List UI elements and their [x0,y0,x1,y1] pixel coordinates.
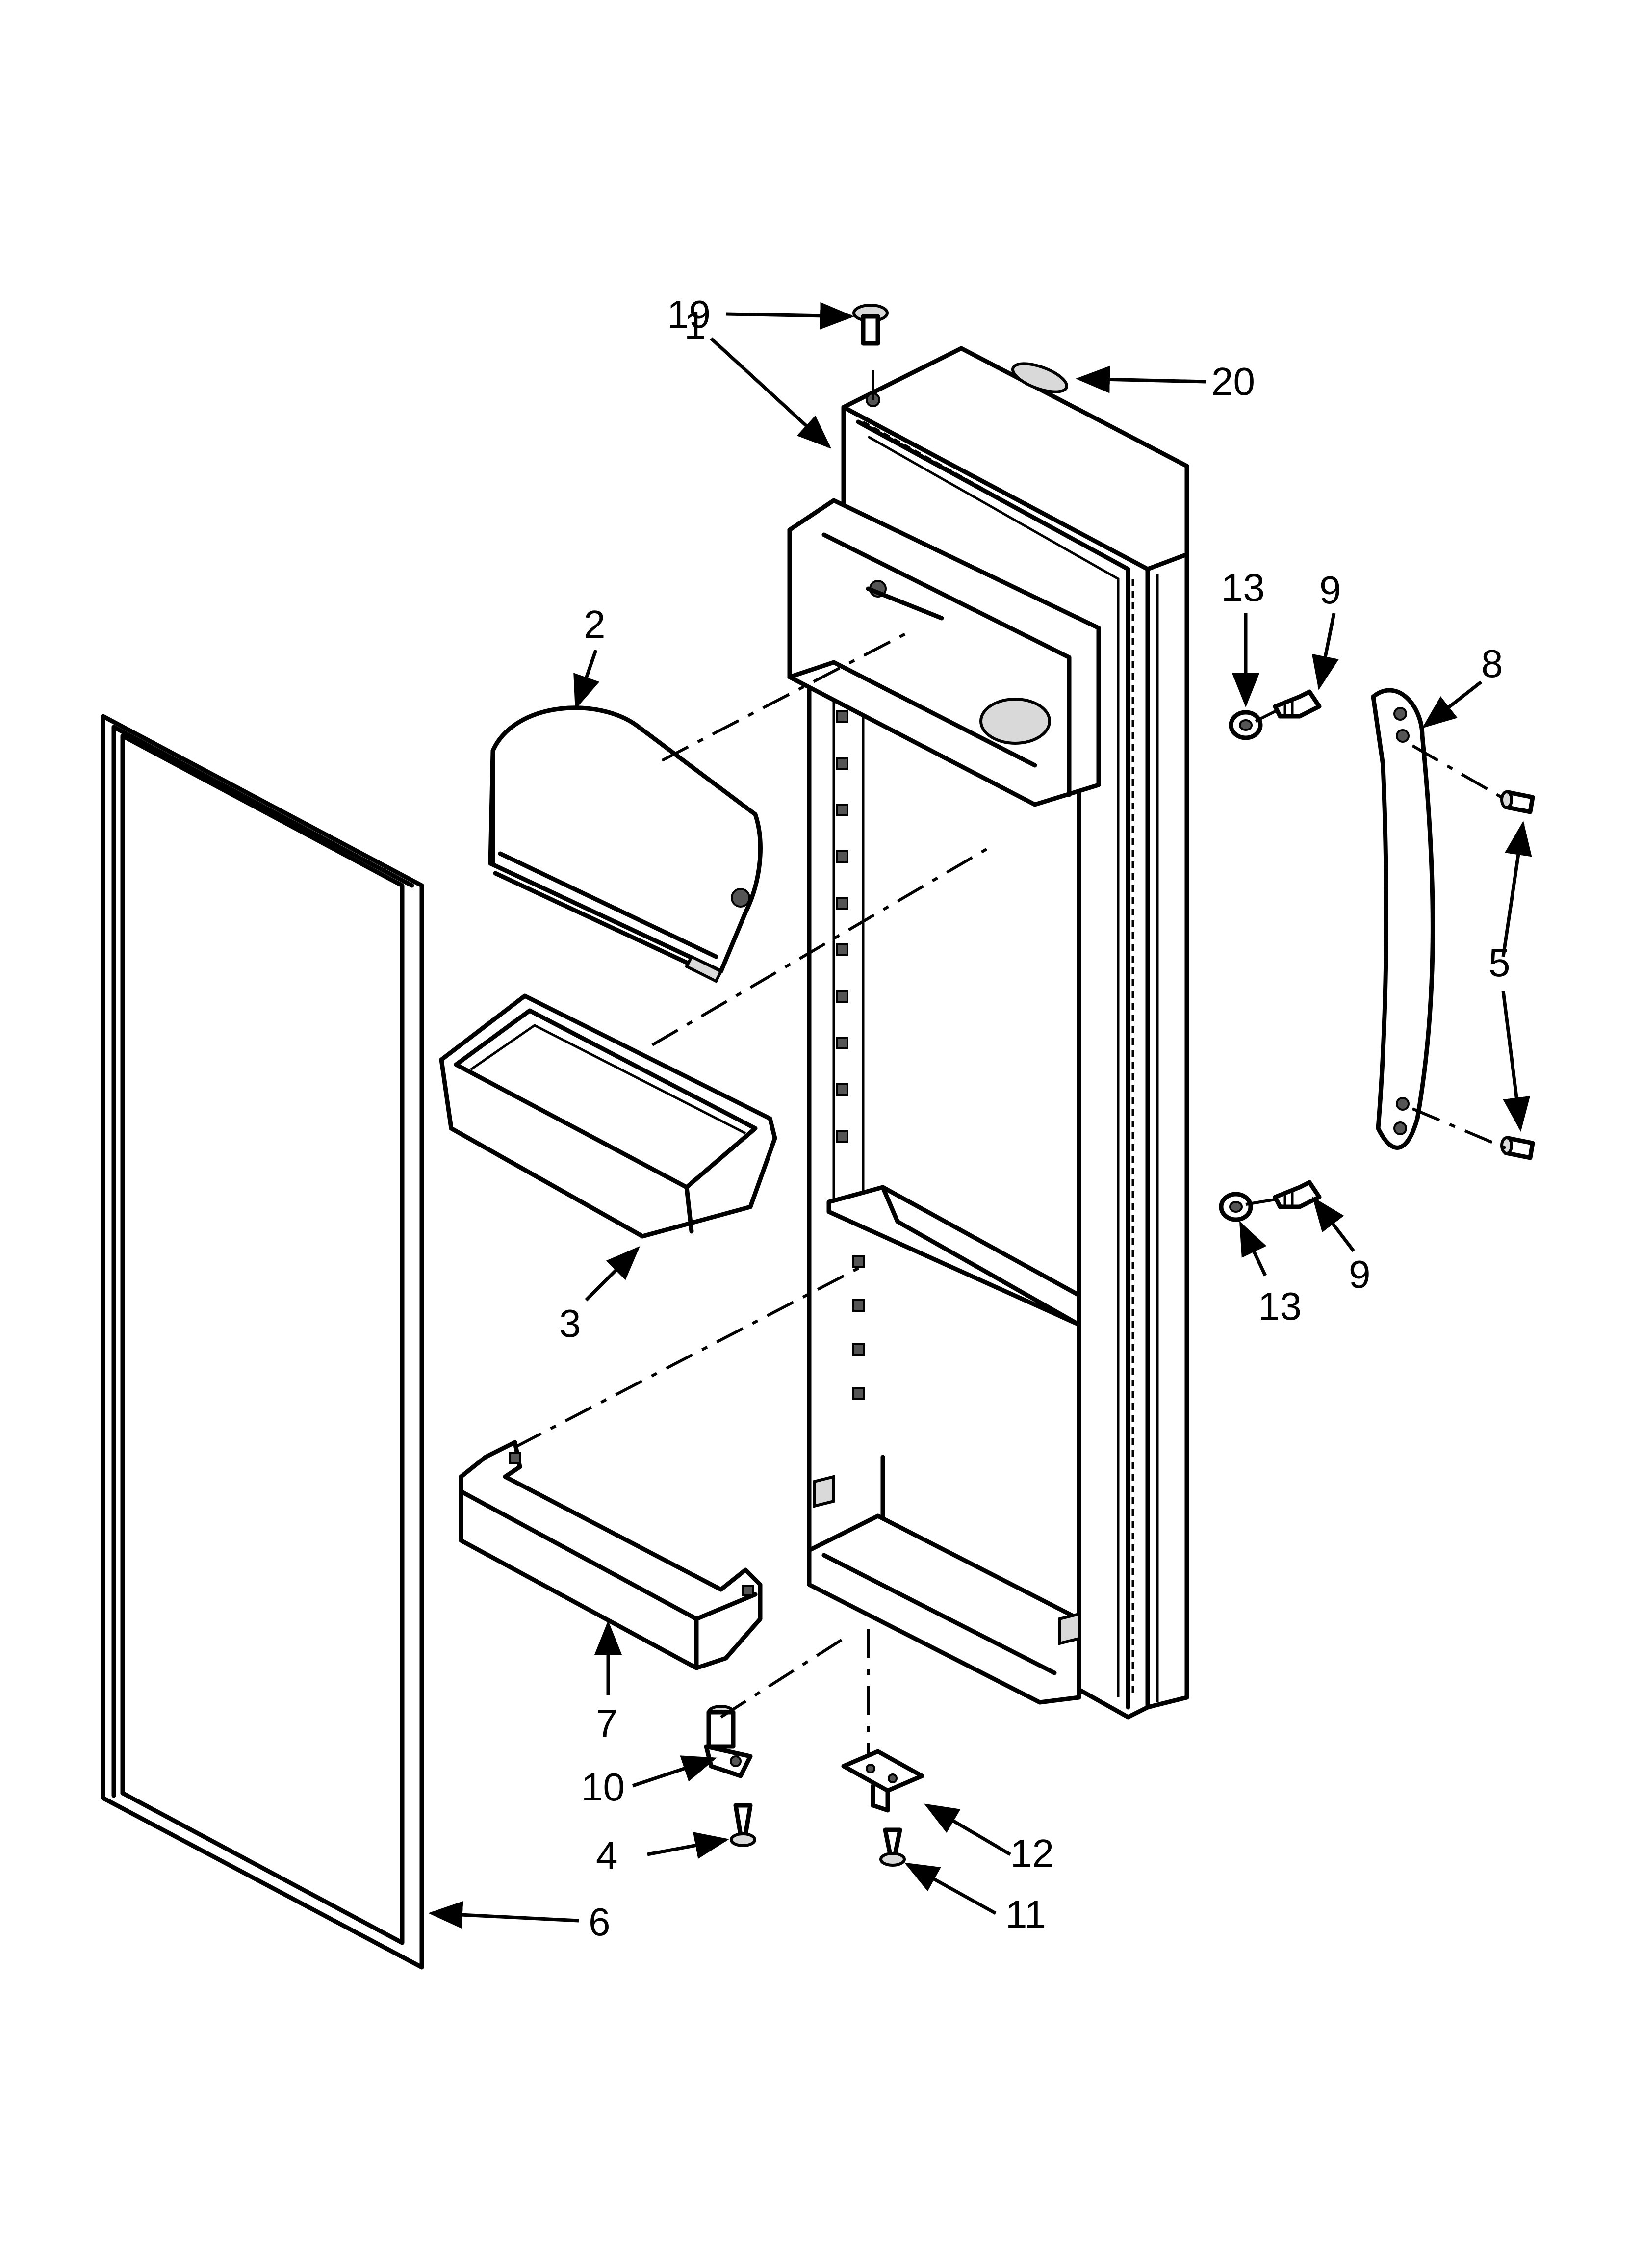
door-handle [1371,688,1435,1150]
dairy-door [488,705,763,984]
handle-spacer-lower [1219,1192,1253,1222]
leader-lines [428,302,1532,1929]
callout-13-upper: 13 [1221,566,1265,609]
bracket-screw [879,1827,906,1867]
callout-9-lower: 9 [1349,1252,1371,1296]
callout-1: 1 [684,303,706,347]
handle-screw-lower [1273,1180,1322,1209]
callout-13-lower: 13 [1258,1284,1302,1328]
callout-7: 7 [596,1701,618,1745]
handle-spacer-upper [1229,710,1263,740]
door-cap [1011,362,1069,393]
callout-4: 4 [596,1834,618,1877]
hinge-screw [730,1803,756,1847]
callout-8: 8 [1481,642,1503,685]
hinge-pin [704,1705,753,1778]
callout-11: 11 [1005,1893,1046,1936]
callout-6: 6 [589,1900,611,1944]
handle-studs [1500,790,1535,1160]
handle-screw-upper [1273,689,1322,719]
callout-10: 10 [581,1765,625,1809]
assembly-lines [514,361,1507,1756]
door-gasket [101,714,424,1970]
door-shelf-rail [459,1440,763,1670]
hinge-bracket [841,1749,924,1813]
callout-2: 2 [584,602,606,646]
door-liner [787,346,1189,1720]
callout-12: 12 [1010,1831,1054,1875]
door-bin [439,993,777,1239]
callout-20: 20 [1211,360,1255,403]
callout-9-upper: 9 [1319,568,1341,612]
callout-19: 19 [667,292,711,336]
callout-numbers: 19 1 20 2 13 9 8 5 3 9 13 7 10 12 4 6 11 [559,292,1511,1944]
callout-5: 5 [1488,941,1511,985]
callout-3: 3 [559,1302,581,1345]
